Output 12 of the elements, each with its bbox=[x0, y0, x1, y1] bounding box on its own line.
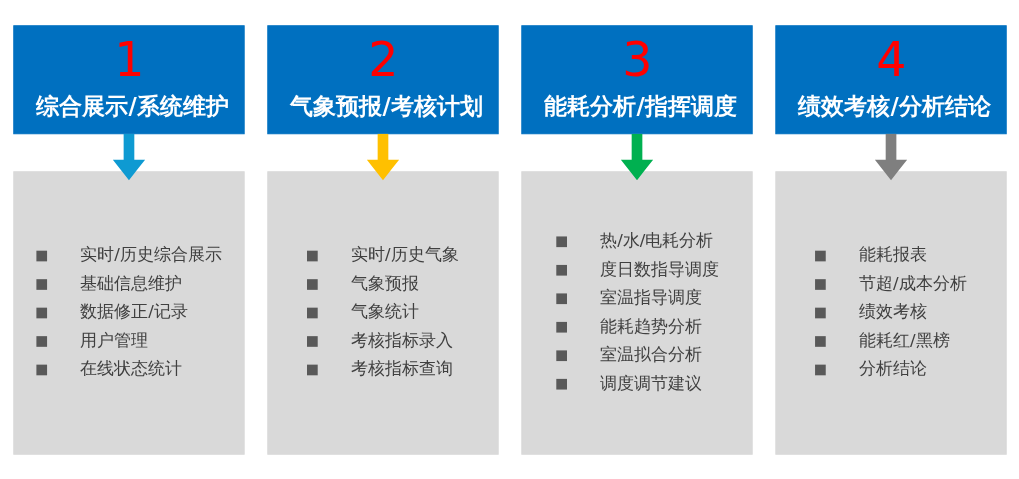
node-box: 热/水/电耗分析 度日数指导调度 室温指导调度 能耗趋势分析 室温拟合分析 调度调节建议 bbox=[520, 170, 753, 455]
node-box: 能耗报表 节超/成本分析 绩效考核 能耗红/黑榜 分析结论 bbox=[774, 170, 1007, 455]
node-box: 实时/历史综合展示 基础信息维护 数据修正/记录 用户管理 在线状态统计 bbox=[12, 170, 245, 455]
arrow bbox=[620, 133, 653, 180]
arrow bbox=[874, 133, 907, 180]
arrow bbox=[366, 133, 399, 180]
node-box: 3 能耗分析/指挥调度 bbox=[520, 24, 753, 134]
node-box: 1 综合展示/系统维护 bbox=[12, 24, 245, 134]
node-box: 4 绩效考核/分析结论 bbox=[774, 24, 1007, 134]
arrow bbox=[112, 133, 145, 180]
node-box: 2 气象预报/考核计划 bbox=[266, 24, 499, 134]
node-box: 实时/历史气象 气象预报 气象统计 考核指标录入 考核指标查询 bbox=[266, 170, 499, 455]
